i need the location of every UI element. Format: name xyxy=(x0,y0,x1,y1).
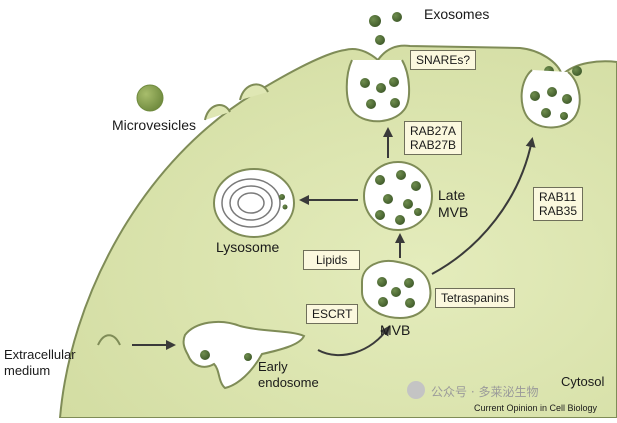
microvesicles-label: Microvesicles xyxy=(112,117,197,133)
journal-credit: Current Opinion in Cell Biology xyxy=(474,403,598,413)
rab11-box: RAB11 RAB35 xyxy=(533,187,584,221)
membrane-invagination xyxy=(97,334,121,346)
exosome-dot xyxy=(375,35,385,45)
vesicle-dot xyxy=(547,87,557,97)
exosome-dot xyxy=(369,15,381,27)
escrt-box: ESCRT xyxy=(306,304,359,324)
vesicle-dot xyxy=(376,83,386,93)
arrow-mvb-to-fusion-right xyxy=(431,137,536,275)
vesicle-dot xyxy=(279,194,285,200)
exosome-dot xyxy=(572,66,582,76)
tetraspanins-box: Tetraspanins xyxy=(435,288,516,308)
late-mvb-label-line2: MVB xyxy=(438,204,469,220)
arrow-endosome-to-mvb xyxy=(317,325,390,357)
vesicle-dot xyxy=(404,278,414,288)
early-endosome xyxy=(182,320,306,390)
watermark-text: 公众号 · 多莱泌生物 xyxy=(431,385,539,399)
extracellular-label-line2: medium xyxy=(4,363,51,378)
early-endosome-label-line2: endosome xyxy=(258,375,319,390)
vesicle-dot xyxy=(282,204,288,210)
mvb-label: MVB xyxy=(380,322,411,338)
vesicle-dot xyxy=(405,298,415,308)
exosomes-label: Exosomes xyxy=(424,6,490,22)
vesicle-dot xyxy=(366,99,376,109)
early-endosome-label-line1: Early xyxy=(258,359,288,374)
vesicle-dot xyxy=(200,350,210,360)
vesicle-dot xyxy=(414,208,422,216)
rab27-box: RAB27A RAB27B xyxy=(404,121,463,155)
rab27b-text: RAB27B xyxy=(410,138,457,152)
snares-text: SNAREs? xyxy=(416,53,471,67)
vesicle-dot xyxy=(541,108,551,118)
extracellular-label-line1: Extracellular xyxy=(4,347,76,362)
vesicle-dot xyxy=(403,199,413,209)
rab35-text: RAB35 xyxy=(539,204,578,218)
lysosome xyxy=(213,168,295,238)
microvesicle xyxy=(136,84,164,112)
lysosome-ring xyxy=(237,192,265,214)
vesicle-dot xyxy=(375,175,385,185)
lysosome-label: Lysosome xyxy=(216,239,280,255)
rab27a-text: RAB27A xyxy=(410,124,457,138)
cytosol-label: Cytosol xyxy=(561,374,605,389)
vesicle-dot xyxy=(378,297,388,307)
vesicle-dot xyxy=(530,91,540,101)
rab11-text: RAB11 xyxy=(539,190,577,204)
lysosome-ring xyxy=(221,178,281,228)
late-mvb-label-line1: Late xyxy=(438,187,466,203)
lysosome-ring xyxy=(229,185,273,221)
vesicle-dot xyxy=(390,98,400,108)
vesicle-dot xyxy=(396,170,406,180)
tetraspanins-text: Tetraspanins xyxy=(441,291,510,305)
watermark-icon xyxy=(407,381,425,399)
escrt-text: ESCRT xyxy=(312,307,353,321)
vesicle-dot xyxy=(560,112,568,120)
vesicle-dot xyxy=(395,215,405,225)
vesicle-dot xyxy=(411,181,421,191)
vesicle-dot xyxy=(391,287,401,297)
vesicle-dot xyxy=(383,194,393,204)
lipids-text: Lipids xyxy=(316,253,348,267)
membrane-bud-left xyxy=(204,104,231,121)
vesicle-dot xyxy=(377,277,387,287)
vesicle-dot xyxy=(375,210,385,220)
vesicle-dot xyxy=(562,94,572,104)
vesicle-dot xyxy=(360,78,370,88)
exosome-dot xyxy=(392,12,402,22)
vesicle-dot xyxy=(244,353,252,361)
membrane-bud-mid xyxy=(239,83,269,101)
lipids-box: Lipids xyxy=(303,250,361,270)
snares-box: SNAREs? xyxy=(410,50,477,70)
vesicle-dot xyxy=(389,77,399,87)
